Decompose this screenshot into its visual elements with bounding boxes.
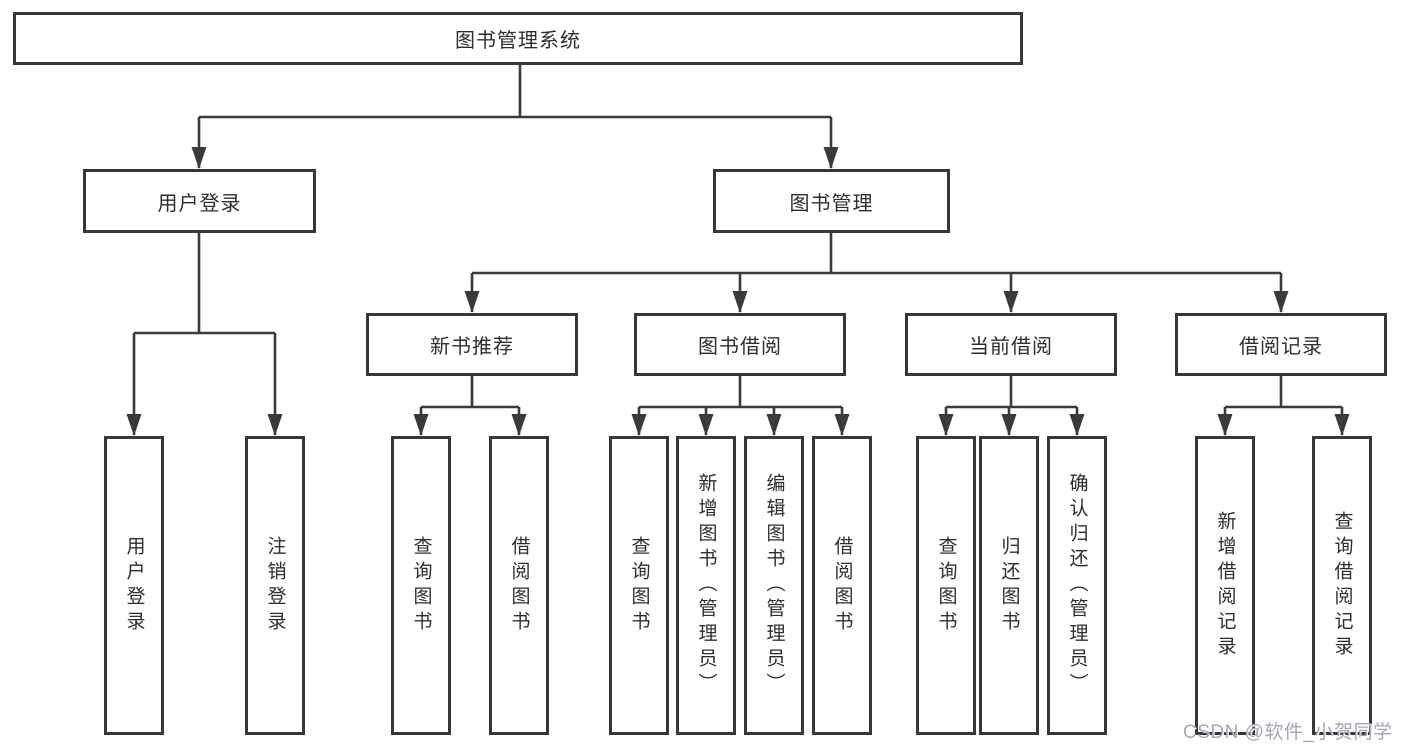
leaf-cb-query-books: 查询图书 xyxy=(916,436,976,735)
node-borrow-records-label: 借阅记录 xyxy=(1239,336,1323,358)
node-user-login-label: 用户登录 xyxy=(157,192,242,215)
leaf-cb-confirm-return-admin-label: 确认归还（管理员） xyxy=(1066,473,1088,698)
leaf-rc-add-record: 新增借阅记录 xyxy=(1195,436,1255,735)
leaf-nb-query-books-label: 查询图书 xyxy=(410,535,432,636)
leaf-cb-return-books: 归还图书 xyxy=(979,436,1039,735)
leaf-bw-add-books-admin: 新增图书（管理员） xyxy=(676,436,736,735)
leaf-nb-borrow-books: 借阅图书 xyxy=(489,436,549,735)
leaf-bw-edit-books-admin: 编辑图书（管理员） xyxy=(744,436,804,735)
leaf-bw-borrow-books: 借阅图书 xyxy=(812,436,872,735)
leaf-user-login: 用户登录 xyxy=(104,436,164,735)
leaf-rc-add-record-label: 新增借阅记录 xyxy=(1214,510,1236,661)
node-book-management-label: 图书管理 xyxy=(789,192,874,215)
node-user-login: 用户登录 xyxy=(83,169,316,233)
node-book-borrow-label: 图书借阅 xyxy=(698,336,782,358)
node-new-book-recommend-label: 新书推荐 xyxy=(430,336,514,358)
node-book-management: 图书管理 xyxy=(713,169,950,233)
leaf-cb-confirm-return-admin: 确认归还（管理员） xyxy=(1047,436,1107,735)
leaf-bw-borrow-books-label: 借阅图书 xyxy=(831,535,853,636)
node-book-borrow: 图书借阅 xyxy=(634,313,846,376)
node-current-borrow: 当前借阅 xyxy=(905,313,1117,376)
node-new-book-recommend: 新书推荐 xyxy=(366,313,578,376)
csdn-watermark: CSDN @软件_小贺同学 xyxy=(1183,722,1393,743)
leaf-bw-query-books-label: 查询图书 xyxy=(628,535,650,636)
leaf-rc-query-record: 查询借阅记录 xyxy=(1312,436,1372,735)
node-library-system-label: 图书管理系统 xyxy=(455,30,581,52)
leaf-bw-edit-books-admin-label: 编辑图书（管理员） xyxy=(763,473,785,698)
leaf-logout-label: 注销登录 xyxy=(264,535,286,636)
leaf-user-login-label: 用户登录 xyxy=(123,535,145,636)
connector-book-borrow-split xyxy=(639,376,842,409)
leaf-cb-return-books-label: 归还图书 xyxy=(998,535,1020,636)
connector-records-split xyxy=(1225,376,1342,409)
connector-book-mgmt-split xyxy=(472,233,1281,275)
connector-user-login-split xyxy=(134,233,275,335)
leaf-logout: 注销登录 xyxy=(245,436,305,735)
connector-current-borrow-split xyxy=(946,376,1077,409)
connector-new-book-split xyxy=(421,376,519,409)
node-borrow-records: 借阅记录 xyxy=(1175,313,1387,376)
leaf-nb-query-books: 查询图书 xyxy=(391,436,451,735)
leaf-nb-borrow-books-label: 借阅图书 xyxy=(508,535,530,636)
leaf-cb-query-books-label: 查询图书 xyxy=(935,535,957,636)
leaf-bw-query-books: 查询图书 xyxy=(609,436,669,735)
connector-root-split xyxy=(199,65,831,119)
leaf-rc-query-record-label: 查询借阅记录 xyxy=(1331,510,1353,661)
node-current-borrow-label: 当前借阅 xyxy=(969,336,1053,358)
leaf-bw-add-books-admin-label: 新增图书（管理员） xyxy=(695,473,717,698)
node-library-system: 图书管理系统 xyxy=(13,12,1023,65)
